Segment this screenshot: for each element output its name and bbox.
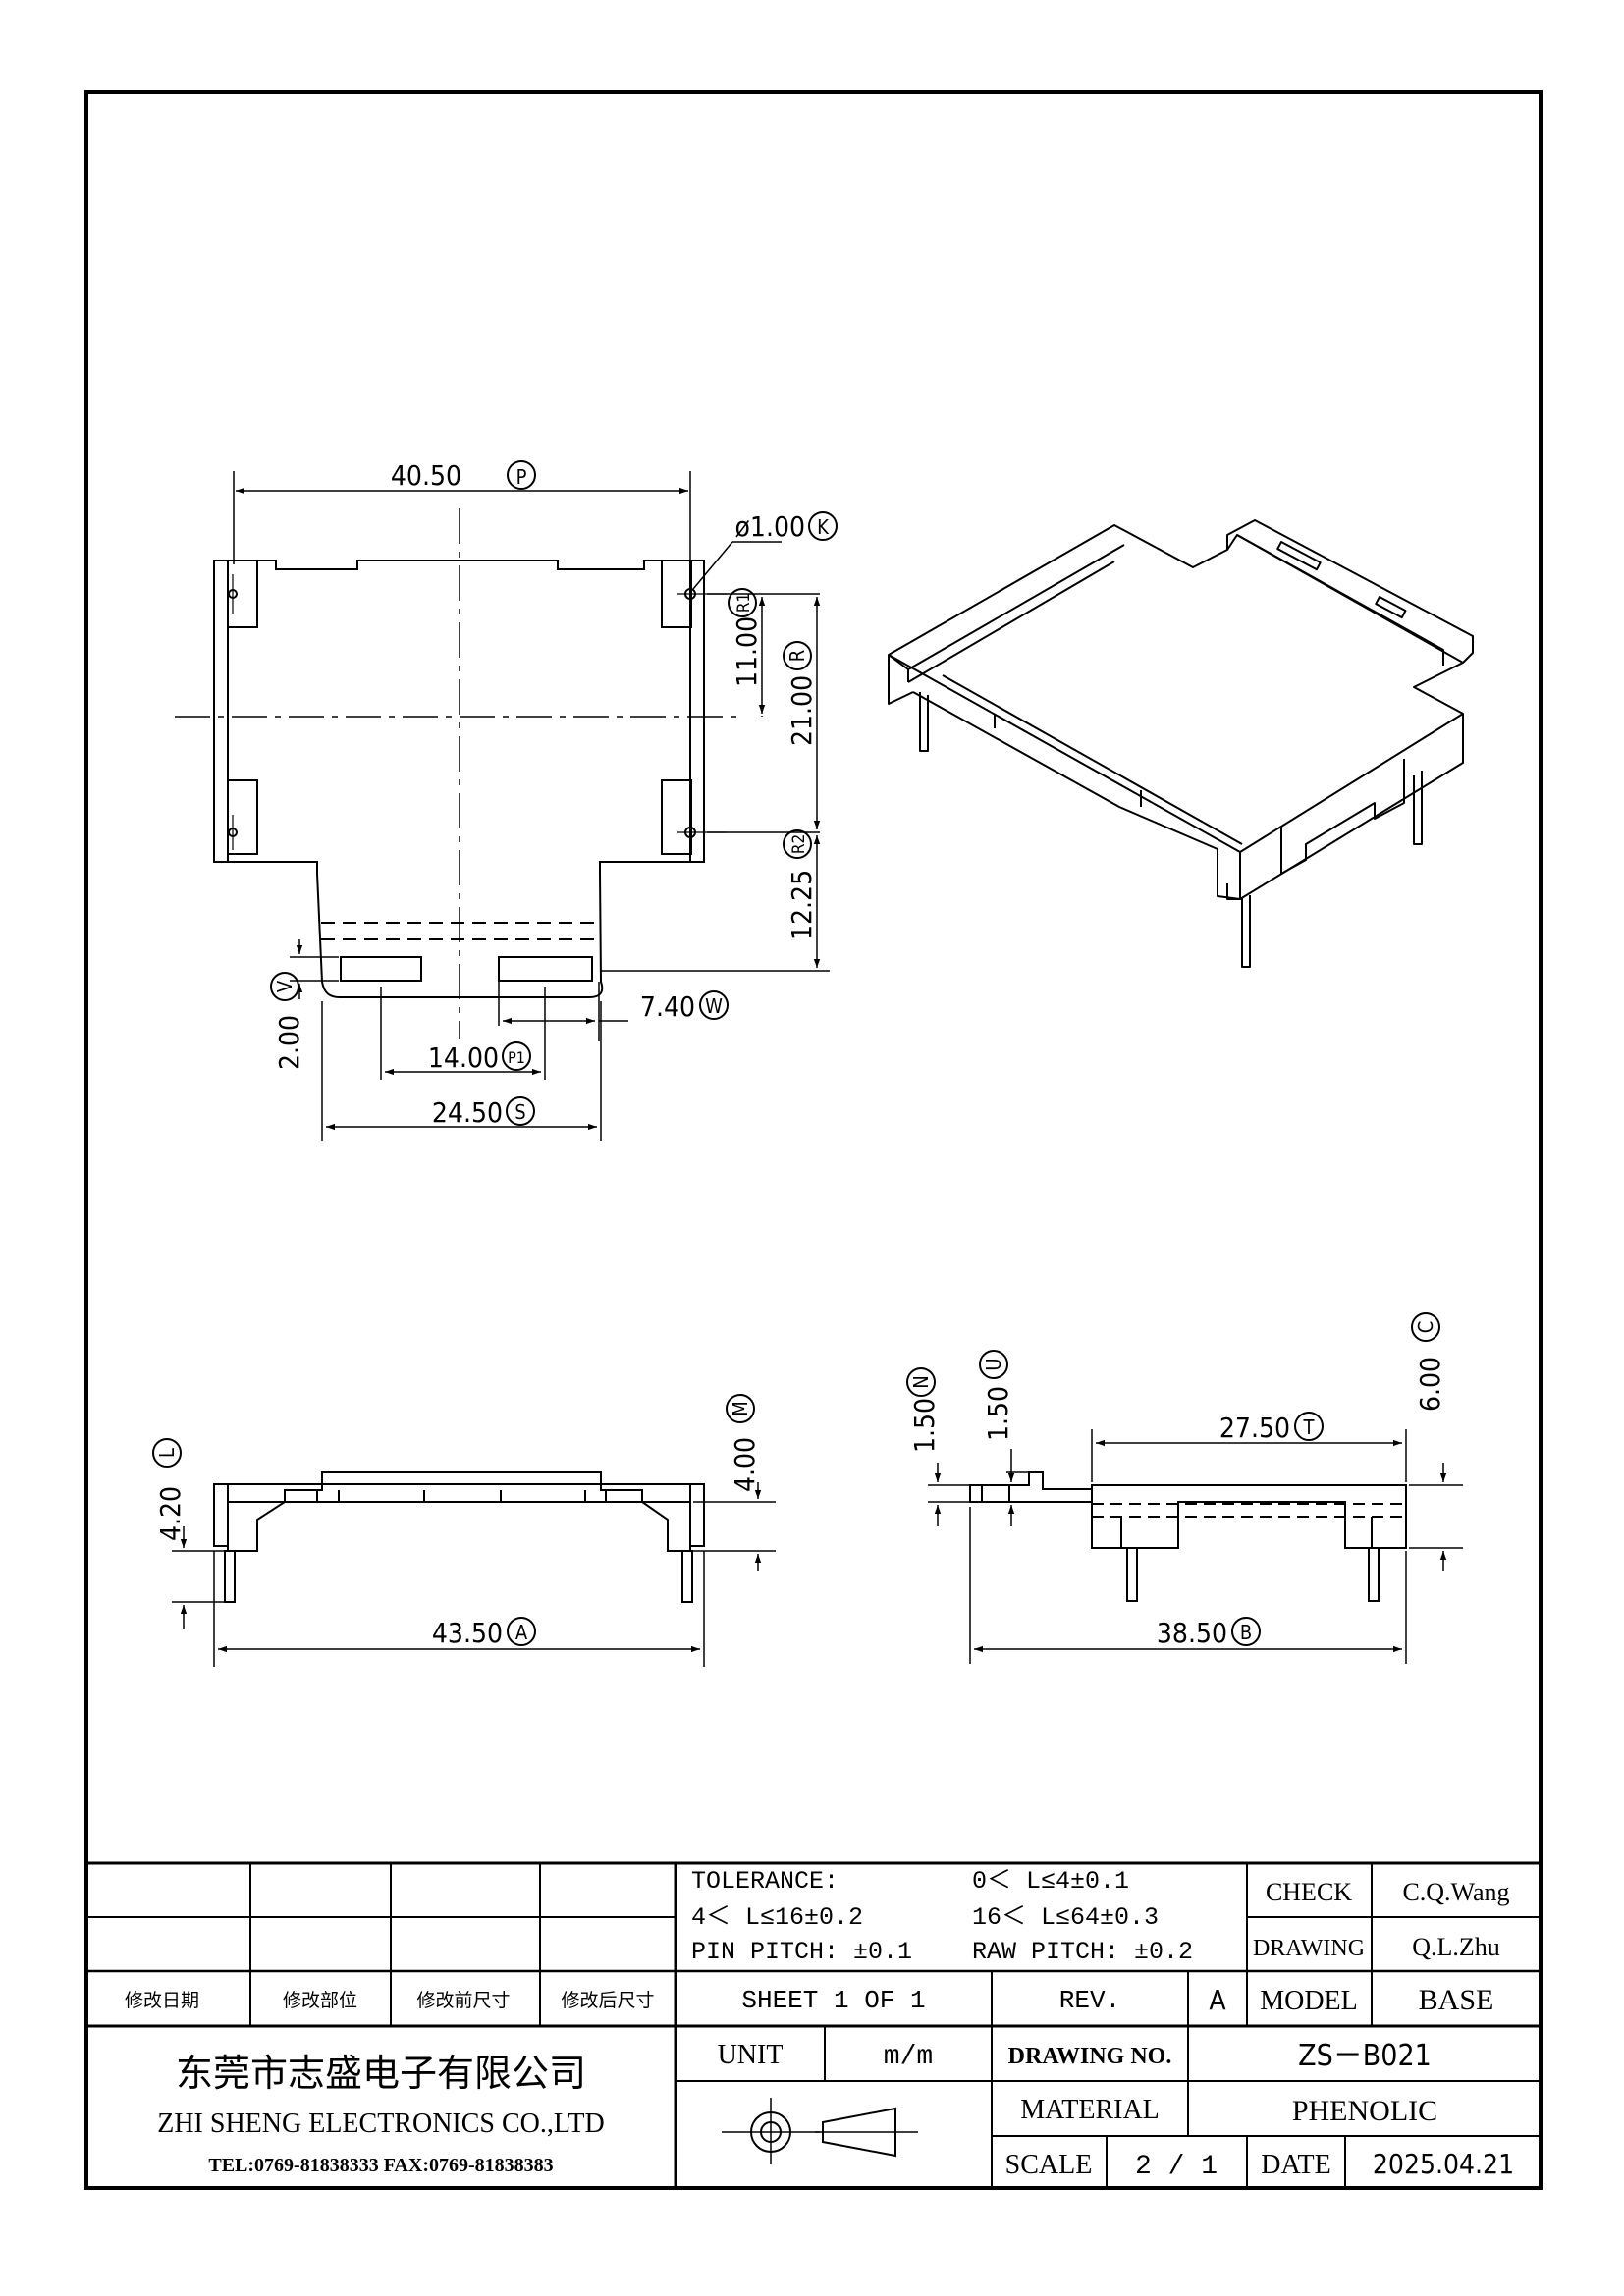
date-label: DATE (1261, 2150, 1331, 2180)
company-name-en: ZHI SHENG ELECTRONICS CO.,LTD (157, 2109, 605, 2139)
top-view-dimensions (233, 471, 830, 1141)
unit-label: UNIT (718, 2040, 784, 2070)
rev-header-part: 修改部位 (283, 1990, 357, 2011)
title-block (86, 1861, 1541, 2188)
side-view (969, 1471, 1407, 1602)
tag-inner: T (1303, 1415, 1316, 1439)
dim-pitch2-label: 21.00 (785, 675, 818, 746)
dim-pitch1-label: 11.00 (731, 616, 763, 687)
rev-header-date: 修改日期 (125, 1990, 199, 2011)
top-view (175, 508, 742, 1039)
tolerance-pin-pitch: PIN PITCH: ±0.1 (691, 1938, 912, 1966)
dim-front-width-label: 43.50 (432, 1617, 503, 1649)
tag-total-height: C (1414, 1321, 1437, 1334)
drawing-label: DRAWING (1253, 1936, 1365, 1961)
tag-height: L (155, 1448, 179, 1458)
tolerance-raw-pitch: RAW PITCH: ±0.2 (972, 1938, 1193, 1966)
model-value: BASE (1419, 1984, 1494, 2016)
rev-value: A (1209, 1984, 1226, 2016)
sheet-info: SHEET 1 OF 1 (741, 1986, 925, 2015)
top-view-labels: 40.50 P ø1.00 K 11.00 R1 21.00 R 12.25 R… (270, 459, 838, 1129)
tag-slot-pitch: P1 (508, 1048, 525, 1067)
tag-depth: B (1240, 1621, 1252, 1644)
material-label: MATERIAL (1020, 2095, 1160, 2125)
date-value: 2025.04.21 (1373, 2148, 1514, 2180)
tolerance-range-3: 16＜ L≤64±0.3 (972, 1903, 1159, 1932)
rev-label: REV. (1059, 1986, 1120, 2015)
dim-tab-width-label: 24.50 (432, 1096, 503, 1129)
company-contact: TEL:0769-81838333 FAX:0769-81838383 (208, 2155, 553, 2176)
dim-depth-label: 38.50 (1157, 1617, 1227, 1649)
dim-slot-gap-label: 2.00 (273, 1015, 305, 1070)
tag-pitch2: R (785, 650, 809, 663)
tolerance-range-2: 4＜ L≤16±0.2 (691, 1903, 863, 1932)
dim-height-label: 4.20 (154, 1486, 187, 1541)
tag-pitch1: R1 (734, 593, 754, 613)
dim-n-label: 1.50 (908, 1398, 941, 1453)
dim-inner-label: 27.50 (1219, 1412, 1290, 1444)
dim-total-height-label: 6.00 (1414, 1357, 1446, 1412)
tolerance-label: TOLERANCE: (691, 1867, 839, 1896)
company-name-cn: 东莞市志盛电子有限公司 (176, 2052, 586, 2095)
rev-header-before: 修改前尺寸 (416, 1990, 510, 2011)
dim-slot-len-label: 7.40 (640, 990, 695, 1023)
check-label: CHECK (1266, 1878, 1352, 1906)
tag-step: M (729, 1401, 752, 1416)
scale-label: SCALE (1005, 2150, 1093, 2180)
tag-width: P (516, 465, 527, 489)
dim-step-label: 4.00 (729, 1437, 761, 1492)
tag-tab-width: S (514, 1100, 525, 1124)
tag-u: U (982, 1358, 1005, 1370)
front-view (213, 1471, 705, 1603)
tag-pitch3: R2 (789, 834, 809, 854)
tag-front-width: A (515, 1621, 528, 1644)
rev-header-after: 修改后尺寸 (561, 1990, 654, 2011)
dim-pitch3-label: 12.25 (785, 870, 818, 940)
check-value: C.Q.Wang (1402, 1878, 1509, 1906)
tag-hole: K (817, 515, 830, 539)
front-view-labels: 4.20 L 4.00 M 43.50 A (152, 1394, 761, 1649)
front-view-dimensions (172, 1482, 776, 1667)
dim-width-label: 40.50 (391, 459, 461, 492)
dim-u-label: 1.50 (982, 1386, 1014, 1441)
side-view-dimensions (928, 1429, 1463, 1664)
tag-slot-gap: V (273, 980, 297, 992)
title-block-text: 修改日期 修改部位 修改前尺寸 修改后尺寸 TOLERANCE: 0＜ L≤4±… (125, 1867, 1514, 2182)
drawing-no-label: DRAWING NO. (1008, 2044, 1172, 2069)
unit-value: m/m (884, 2042, 933, 2072)
dim-slot-pitch-label: 14.00 (428, 1041, 499, 1074)
model-label: MODEL (1260, 1986, 1358, 2016)
drawing-value: Q.L.Zhu (1412, 1933, 1500, 1961)
drawing-no-value: ZS－B021 (1298, 2039, 1432, 2073)
material-value: PHENOLIC (1292, 2095, 1437, 2127)
side-view-labels: 1.50 N 1.50 U 6.00 C 27.50 T 38.50 B (906, 1312, 1446, 1649)
scale-value: 2 / 1 (1135, 2152, 1218, 2182)
tag-slot-len: W (705, 994, 723, 1018)
isometric-view (888, 519, 1474, 968)
tolerance-range-1: 0＜ L≤4±0.1 (972, 1867, 1129, 1896)
sheet-border (84, 90, 1543, 2190)
dim-hole-label: ø1.00 (735, 510, 805, 543)
tag-n: N (909, 1375, 933, 1388)
